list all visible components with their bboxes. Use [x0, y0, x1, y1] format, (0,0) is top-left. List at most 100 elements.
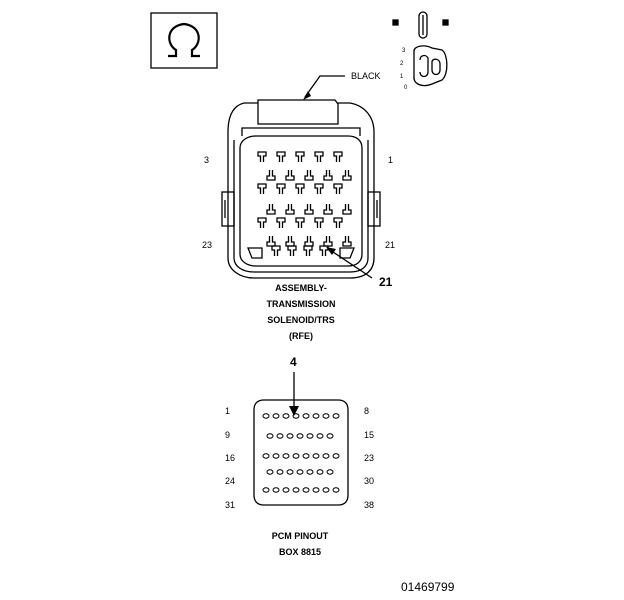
pin-cavity [295, 217, 305, 228]
pin-cavity [342, 204, 352, 215]
pcm-pin [266, 433, 274, 439]
connector-title-line: SOLENOID/TRS [267, 315, 335, 325]
pin-cavity [295, 151, 305, 162]
pin-cavity [257, 183, 267, 194]
pin-cavity [276, 151, 286, 162]
pcm-pin [262, 487, 270, 493]
pin-cavity [304, 170, 314, 181]
pcm-pin [332, 453, 340, 459]
pin-cavity [285, 204, 295, 215]
pcm-pin [276, 469, 284, 475]
pcm-right-label-15: 15 [364, 430, 375, 440]
pcm-pin [322, 453, 330, 459]
connector-pin-label-21: 21 [385, 240, 396, 250]
corner-cavity [339, 247, 355, 259]
pcm-pin [262, 413, 270, 419]
callout-4-label: 4 [290, 355, 297, 369]
pcm-right-label-8: 8 [364, 406, 370, 416]
pcm-pin [322, 413, 330, 419]
pcm-title-line: BOX 8815 [278, 547, 322, 557]
connector-title-line: ASSEMBLY- [275, 283, 327, 293]
pin-cavity [295, 183, 305, 194]
key-number-1: 1 [400, 74, 404, 80]
pcm-connector [253, 399, 349, 506]
connector-pin-cavities [247, 151, 355, 259]
pcm-left-label-1: 1 [225, 406, 231, 416]
pcm-right-label-23: 23 [364, 453, 375, 463]
pcm-pin [282, 453, 290, 459]
pin-cavity [314, 183, 324, 194]
solenoid-connector [221, 99, 381, 279]
pin-cavity [333, 183, 343, 194]
pcm-pin [312, 453, 320, 459]
pcm-pin [272, 413, 280, 419]
pcm-pin [332, 487, 340, 493]
pcm-pin [262, 453, 270, 459]
figure-id: 01469799 [401, 580, 455, 594]
callout-21-label: 21 [379, 275, 393, 289]
pcm-pin [302, 453, 310, 459]
pin-cavity [266, 236, 276, 247]
pcm-pin [332, 413, 340, 419]
pcm-pin [286, 433, 294, 439]
pin-cavity [266, 204, 276, 215]
pcm-pin-cavities [262, 413, 340, 493]
pcm-left-label-9: 9 [225, 430, 231, 440]
key-number-3: 3 [402, 48, 406, 54]
pcm-pin [282, 487, 290, 493]
pcm-pin [326, 469, 334, 475]
pin-cavity [333, 217, 343, 228]
pcm-pin [282, 413, 290, 419]
ohmmeter-icon [150, 12, 218, 69]
pcm-left-label-31: 31 [225, 500, 236, 510]
pin-cavity [287, 245, 297, 256]
pcm-pin [292, 413, 300, 419]
pcm-title-line: PCM PINOUT [271, 531, 329, 541]
key-number-0: 0 [404, 85, 408, 91]
connector-title-line: (RFE) [289, 331, 313, 341]
connector-pin-label-3: 3 [204, 155, 210, 165]
connector-title-line: TRANSMISSION [266, 299, 336, 309]
pin-cavity [271, 245, 281, 256]
terminal-key-icon [392, 11, 449, 87]
pcm-pin [266, 469, 274, 475]
pcm-pin [272, 487, 280, 493]
pcm-pin [286, 469, 294, 475]
pin-cavity [333, 151, 343, 162]
key-number-2: 2 [400, 61, 404, 67]
color-leader-line [304, 75, 345, 98]
wire-color-label: BLACK [351, 71, 381, 81]
pcm-pin [296, 433, 304, 439]
pin-cavity [257, 151, 267, 162]
pin-cavity [303, 245, 313, 256]
callout-21-arrow [329, 249, 373, 279]
pin-cavity [266, 170, 276, 181]
pcm-pin [292, 487, 300, 493]
pcm-pin [302, 413, 310, 419]
pcm-pin [306, 469, 314, 475]
pin-cavity [323, 170, 333, 181]
pcm-pin [272, 453, 280, 459]
pcm-left-label-24: 24 [225, 476, 236, 486]
pcm-pin [292, 453, 300, 459]
pin-cavity [285, 170, 295, 181]
pin-cavity [323, 236, 333, 247]
pin-cavity [304, 204, 314, 215]
pcm-pin [322, 487, 330, 493]
pcm-pin [306, 433, 314, 439]
pin-cavity [319, 245, 329, 256]
corner-cavity [247, 247, 263, 259]
connector-pin-label-1: 1 [388, 155, 394, 165]
pin-cavity [342, 236, 352, 247]
pcm-pin [312, 413, 320, 419]
pin-cavity [314, 151, 324, 162]
pin-cavity [304, 236, 314, 247]
connector-pin-label-23: 23 [202, 240, 213, 250]
connector-title: ASSEMBLY- TRANSMISSION SOLENOID/TRS (RFE… [234, 280, 368, 344]
pcm-title: PCM PINOUT BOX 8815 [240, 528, 360, 560]
pin-cavity [276, 217, 286, 228]
pcm-right-label-38: 38 [364, 500, 375, 510]
pcm-pin [302, 487, 310, 493]
pin-cavity [323, 204, 333, 215]
pin-cavity [285, 236, 295, 247]
